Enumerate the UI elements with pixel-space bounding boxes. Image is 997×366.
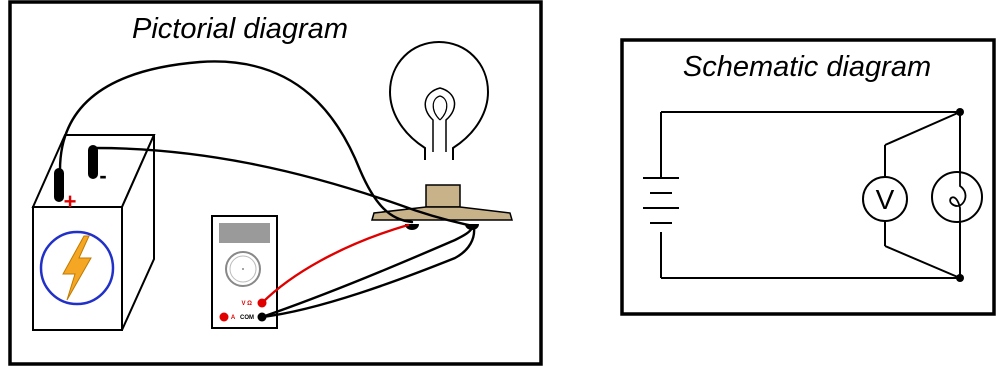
lightning-bolt-icon — [62, 235, 92, 301]
meter-black-lead-right — [260, 226, 474, 319]
lamp-symbol — [931, 171, 983, 223]
lamp-socket-base — [371, 206, 513, 221]
meter-amp-label: A — [231, 315, 236, 321]
light-bulb — [371, 40, 513, 230]
lamp-branch — [931, 112, 983, 278]
voltmeter-bottom-lead — [884, 245, 961, 279]
battery-positive-terminal — [54, 168, 64, 202]
pictorial-frame — [8, 0, 543, 366]
pictorial-title: Pictorial diagram — [132, 13, 348, 45]
meter-red-lead — [260, 223, 410, 305]
multimeter: V Ω A COM — [211, 215, 278, 329]
battery-negative-terminal — [88, 145, 98, 179]
meter-black-lead-left — [260, 226, 476, 319]
pictorial-panel: Pictorial diagram + - — [8, 0, 543, 366]
battery-minus-sign: - — [99, 163, 106, 188]
schematic-panel: Schematic diagram V — [620, 38, 996, 316]
meter-display — [219, 223, 270, 243]
lamp-filament-icon — [949, 172, 967, 222]
voltmeter-branch: V — [862, 111, 961, 279]
wire-negative-to-lamp — [93, 146, 474, 228]
bulb-filament-loop — [432, 95, 448, 121]
bulb-base — [425, 184, 461, 208]
voltmeter-top-lead — [884, 111, 961, 146]
bulb-glass — [388, 40, 490, 160]
meter-dial-inner — [229, 255, 257, 283]
meter-dial-center — [242, 268, 244, 270]
meter-vohm-label: V Ω — [242, 301, 253, 307]
voltmeter-symbol — [862, 176, 908, 222]
schematic-frame — [620, 38, 996, 316]
pictorial-wires — [58, 60, 476, 319]
battery: + - — [31, 134, 156, 331]
meter-com-label: COM — [240, 315, 254, 321]
schematic-title: Schematic diagram — [683, 51, 931, 83]
bulb-filament — [424, 87, 456, 152]
battery-symbol — [643, 112, 679, 278]
voltmeter-label: V — [876, 184, 895, 215]
meter-amp-jack[interactable] — [219, 312, 229, 322]
battery-plus-sign: + — [64, 189, 77, 214]
